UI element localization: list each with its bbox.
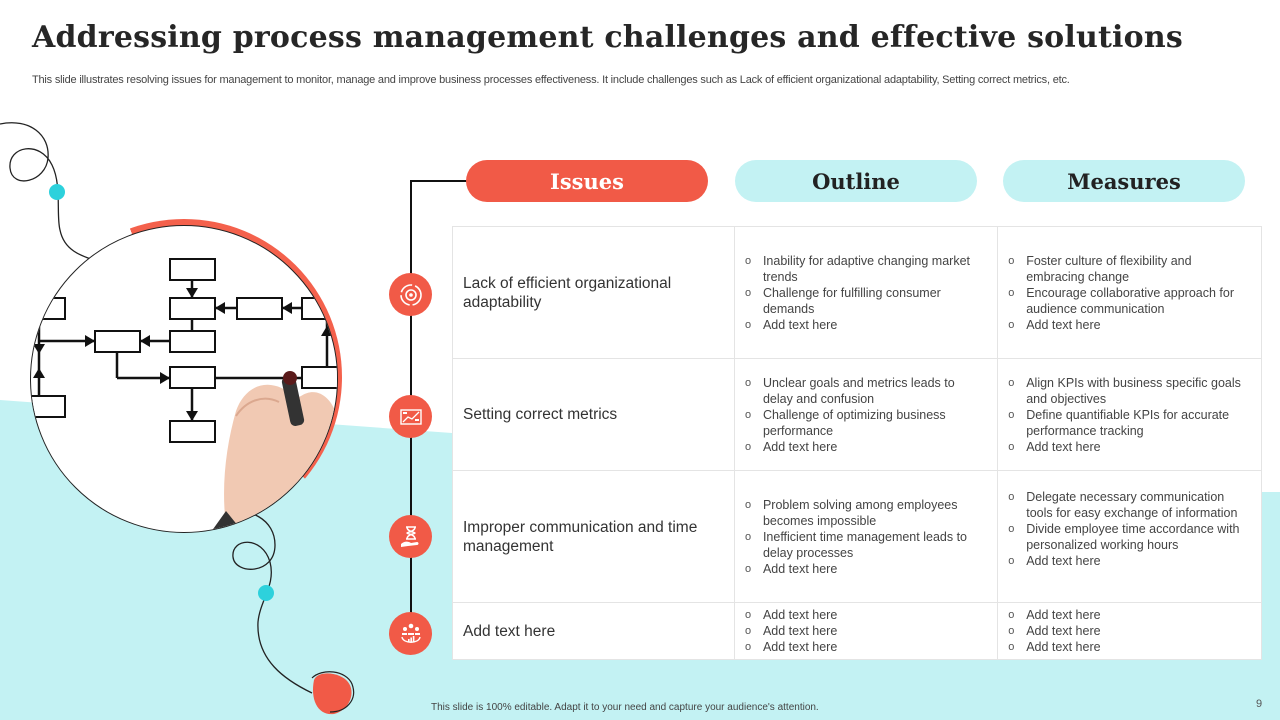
list-item: Add text here [745,317,985,333]
list-item: Inefficient time management leads to del… [745,529,985,561]
list-item: Align KPIs with business specific goals … [1008,375,1249,407]
issue-cell: Lack of efficient organizational adaptab… [452,226,735,359]
hand-holding-marker [211,371,337,532]
list-item: Add text here [745,623,985,639]
issue-cell: Add text here [452,602,735,660]
list-item: Add text here [745,439,985,455]
issue-cell: Improper communication and time manageme… [452,470,735,603]
footer-note: This slide is 100% editable. Adapt it to… [431,702,819,713]
outline-cell: Add text here Add text here Add text her… [733,602,999,660]
header-outline: Outline [735,160,977,202]
flowchart-photo [30,225,338,533]
list-item: Add text here [745,639,985,655]
table-row: Improper communication and time manageme… [452,470,1262,603]
table-row: Setting correct metrics Unclear goals an… [452,358,1262,471]
list-item: Add text here [1008,639,1249,655]
list-item: Add text here [1008,553,1249,569]
page-number: 9 [1256,698,1263,710]
outline-cell: Unclear goals and metrics leads to delay… [733,358,999,471]
list-item: Unclear goals and metrics leads to delay… [745,375,985,407]
list-item: Add text here [745,561,985,577]
header-measures: Measures [1003,160,1245,202]
gear-cycle-icon [389,273,432,316]
list-item: Problem solving among employees becomes … [745,497,985,529]
list-item: Foster culture of flexibility and embrac… [1008,253,1249,285]
list-item: Add text here [1008,607,1249,623]
list-item: Encourage collaborative approach for aud… [1008,285,1249,317]
table-row: Lack of efficient organizational adaptab… [452,226,1262,359]
list-item: Divide employee time accordance with per… [1008,521,1249,553]
table-row: Add text here Add text here Add text her… [452,602,1262,660]
hourglass-hand-icon [389,515,432,558]
issue-cell: Setting correct metrics [452,358,735,471]
outline-cell: Inability for adaptive changing market t… [733,226,999,359]
outline-cell: Problem solving among employees becomes … [733,470,999,603]
list-item: Add text here [745,607,985,623]
timeline-connector [410,180,468,182]
measures-cell: Foster culture of flexibility and embrac… [997,226,1262,359]
list-item: Add text here [1008,439,1249,455]
list-item: Challenge of optimizing business perform… [745,407,985,439]
list-item: Challenge for fulfilling consumer demand… [745,285,985,317]
list-item: Add text here [1008,623,1249,639]
slide-title: Addressing process management challenges… [32,20,1183,55]
list-item: Add text here [1008,317,1249,333]
measures-cell: Delegate necessary communication tools f… [997,470,1262,603]
team-growth-icon [389,612,432,655]
measures-cell: Align KPIs with business specific goals … [997,358,1262,471]
issues-table: Lack of efficient organizational adaptab… [452,226,1262,660]
list-item: Inability for adaptive changing market t… [745,253,985,285]
list-item: Define quantifiable KPIs for accurate pe… [1008,407,1249,439]
slide-subtitle: This slide illustrates resolving issues … [32,74,1070,86]
measures-cell: Add text here Add text here Add text her… [997,602,1262,660]
list-item: Delegate necessary communication tools f… [1008,489,1249,521]
metrics-chart-icon [389,395,432,438]
header-issues: Issues [466,160,708,202]
flowchart-illustration [31,258,337,443]
